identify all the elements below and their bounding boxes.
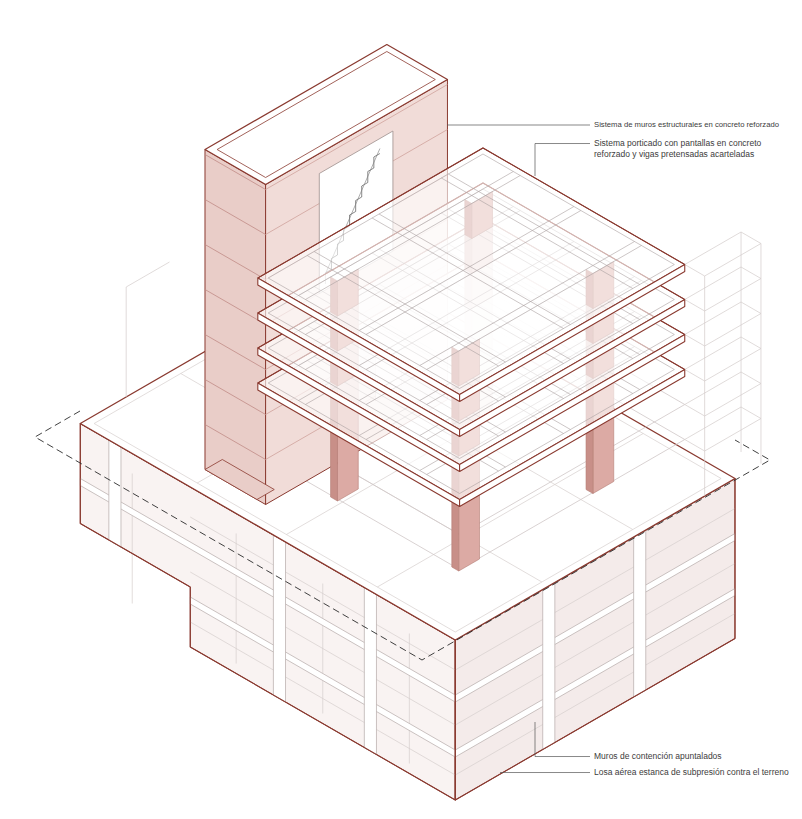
prestressed-beam [299,172,514,296]
leader-line [535,144,590,176]
floor-slab [258,148,685,395]
ghost-slab [685,407,761,451]
ghost-slab [685,337,761,381]
floor-line [205,245,266,280]
prestressed-beam [366,211,581,335]
wall-column [364,588,376,755]
leader-line [500,772,590,773]
slab-edge [258,278,460,402]
ghost-edge [741,232,742,452]
callout-label: Losa aérea estanca de subpresión contra … [594,767,789,778]
prestressed-beam [307,256,498,367]
frame-structure [258,148,685,571]
tower-parapet [217,52,435,178]
ghost-slab [685,232,761,276]
wall-column [543,583,555,750]
wall-face [205,150,266,505]
leader-line [535,722,590,757]
prestressed-beam [420,242,635,366]
interior-line [132,474,133,604]
tower-top [205,45,447,185]
wall-footprint [205,460,274,500]
interior-line [190,622,455,775]
callout-label: Sistema de muros estructurales en concre… [594,120,779,130]
ghost-slab [685,302,761,346]
slab-edge [258,148,685,278]
prestressed-beam [359,207,574,331]
callout-label: Muros de contención apuntalados [594,751,722,762]
floor-line [205,425,266,460]
leader-line [447,125,590,126]
ghost-slab [685,372,761,416]
interior-line [455,614,735,776]
wall-column [109,440,121,547]
ghost-edge [760,244,761,464]
slab-edge [460,265,685,402]
floor-line [205,380,266,415]
floor-line [205,335,266,370]
ghost-edge [704,276,705,496]
prestressed-beam [441,178,632,289]
prestressed-beam [372,218,563,329]
wall-column [273,535,285,702]
callout-label: Sistema porticado con pantallas en concr… [594,138,798,160]
ghost-slab [685,267,761,311]
prestressed-beam [379,214,570,325]
leader-lines [447,125,590,773]
floor-band [190,597,455,757]
prestressed-beam [314,252,505,363]
prestressed-beam [305,176,520,300]
floor-line [205,200,266,235]
prestressed-beam [448,174,639,285]
wall-column [634,530,646,697]
slab-edge-beam [268,154,674,389]
ghost-edge [126,262,169,397]
floor-line [205,290,266,325]
